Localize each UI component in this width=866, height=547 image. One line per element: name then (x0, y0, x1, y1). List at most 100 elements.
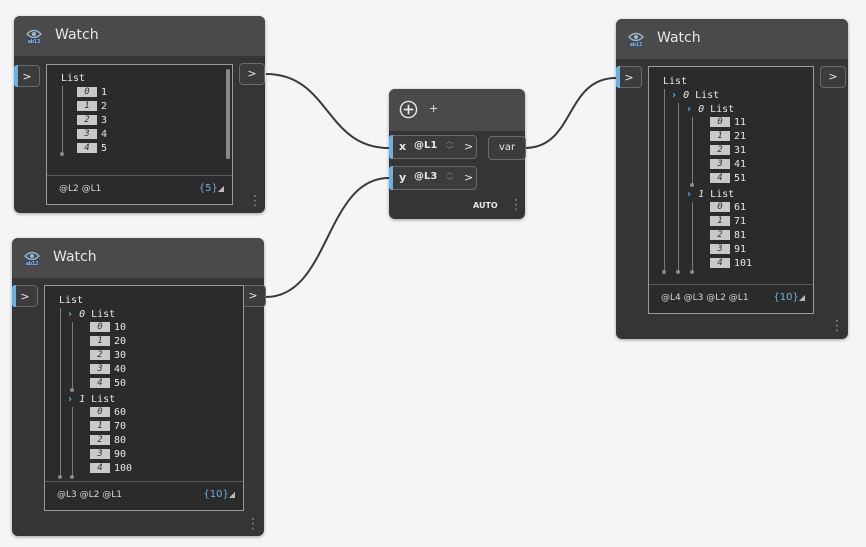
level-labels: @L4 @L3 @L2 @L1 (661, 293, 749, 303)
item-count[interactable]: {5}◢ (198, 183, 224, 194)
svg-text:ab12: ab12 (630, 42, 643, 48)
list-root-label: List (59, 295, 84, 306)
chevron-right-icon: › (67, 394, 74, 405)
scrollbar[interactable] (226, 69, 230, 159)
tree-line (72, 407, 73, 476)
resize-grip-icon: ◢ (228, 490, 235, 499)
chevron-right-icon: › (671, 90, 678, 101)
level-spinner-icon[interactable]: ︿﹀ (446, 137, 453, 154)
tree-end-dot (662, 270, 666, 274)
item-count[interactable]: {10}◢ (773, 292, 805, 303)
tree-line (664, 89, 665, 271)
node-menu-icon[interactable]: ⋮ (830, 318, 844, 334)
tree-end-dot (70, 388, 74, 392)
node-menu-icon[interactable]: ⋮ (509, 197, 523, 213)
output-port-var[interactable]: var (488, 136, 526, 160)
watch-footer: @L2 @L1 {5}◢ (47, 175, 232, 204)
wire-watch1-to-x (265, 73, 390, 149)
node-header[interactable]: ab12 Watch (14, 16, 265, 56)
tree-line (678, 103, 679, 271)
node-header[interactable]: ab12 Watch (616, 19, 848, 59)
list-level-field[interactable]: @L1 (414, 140, 438, 151)
output-port[interactable]: > (820, 66, 846, 88)
node-title: Watch (657, 30, 701, 46)
level-labels: @L3 @L2 @L1 (57, 490, 122, 500)
node-menu-icon[interactable]: ⋮ (246, 516, 260, 532)
tree-line (692, 202, 693, 271)
input-name: x (399, 140, 407, 153)
tree-end-dot (690, 183, 694, 187)
input-port[interactable]: > (12, 285, 38, 307)
code-block-node[interactable]: + x @L1 ︿﹀ > y @L3 ︿﹀ > var AUTO ⋮ (389, 89, 526, 219)
sublist-header[interactable]: › 1 List (67, 394, 116, 405)
output-port[interactable]: > (239, 63, 265, 85)
lacing-label[interactable]: AUTO (473, 201, 498, 210)
level-spinner-icon[interactable]: ︿﹀ (446, 168, 453, 185)
item-count[interactable]: {10}◢ (203, 489, 235, 500)
sublist-header[interactable]: › 0 List (686, 104, 735, 115)
wire-watch2-to-y (265, 177, 390, 298)
sublist-header[interactable]: › 0 List (67, 309, 116, 320)
input-name: y (399, 171, 407, 184)
tree-line (72, 322, 73, 389)
chevron-right-icon: › (686, 189, 693, 200)
plus-circle-icon[interactable] (399, 100, 418, 119)
tree-line (692, 117, 693, 184)
tree-line (60, 308, 61, 476)
chevron-right-icon: › (67, 309, 74, 320)
arrow-right-icon[interactable]: > (464, 171, 474, 184)
sublist-header[interactable]: › 1 List (686, 189, 735, 200)
input-row-y[interactable]: y @L3 ︿﹀ > (389, 166, 477, 190)
node-header[interactable]: + (389, 89, 525, 131)
svg-text:ab12: ab12 (26, 261, 39, 267)
node-header[interactable]: ab12 Watch (12, 238, 264, 278)
input-port[interactable]: > (14, 65, 40, 87)
list-root-label: List (663, 76, 688, 87)
watch-footer: @L3 @L2 @L1 {10}◢ (45, 481, 243, 510)
list-level-field[interactable]: @L3 (414, 171, 438, 182)
level-labels: @L2 @L1 (59, 184, 102, 194)
arrow-right-icon[interactable]: > (464, 140, 474, 153)
watch-footer: @L4 @L3 @L2 @L1 {10}◢ (649, 284, 813, 313)
input-port[interactable]: > (616, 66, 642, 88)
resize-grip-icon: ◢ (217, 184, 224, 193)
resize-grip-icon: ◢ (798, 293, 805, 302)
wire-var-to-watch3 (524, 77, 617, 149)
chevron-right-icon: › (686, 104, 693, 115)
sublist-header[interactable]: › 0 List (671, 90, 720, 101)
node-menu-icon[interactable]: ⋮ (248, 193, 262, 209)
add-input-label: + (429, 102, 439, 115)
list-root-label: List (61, 73, 86, 84)
input-row-x[interactable]: x @L1 ︿﹀ > (389, 135, 477, 159)
